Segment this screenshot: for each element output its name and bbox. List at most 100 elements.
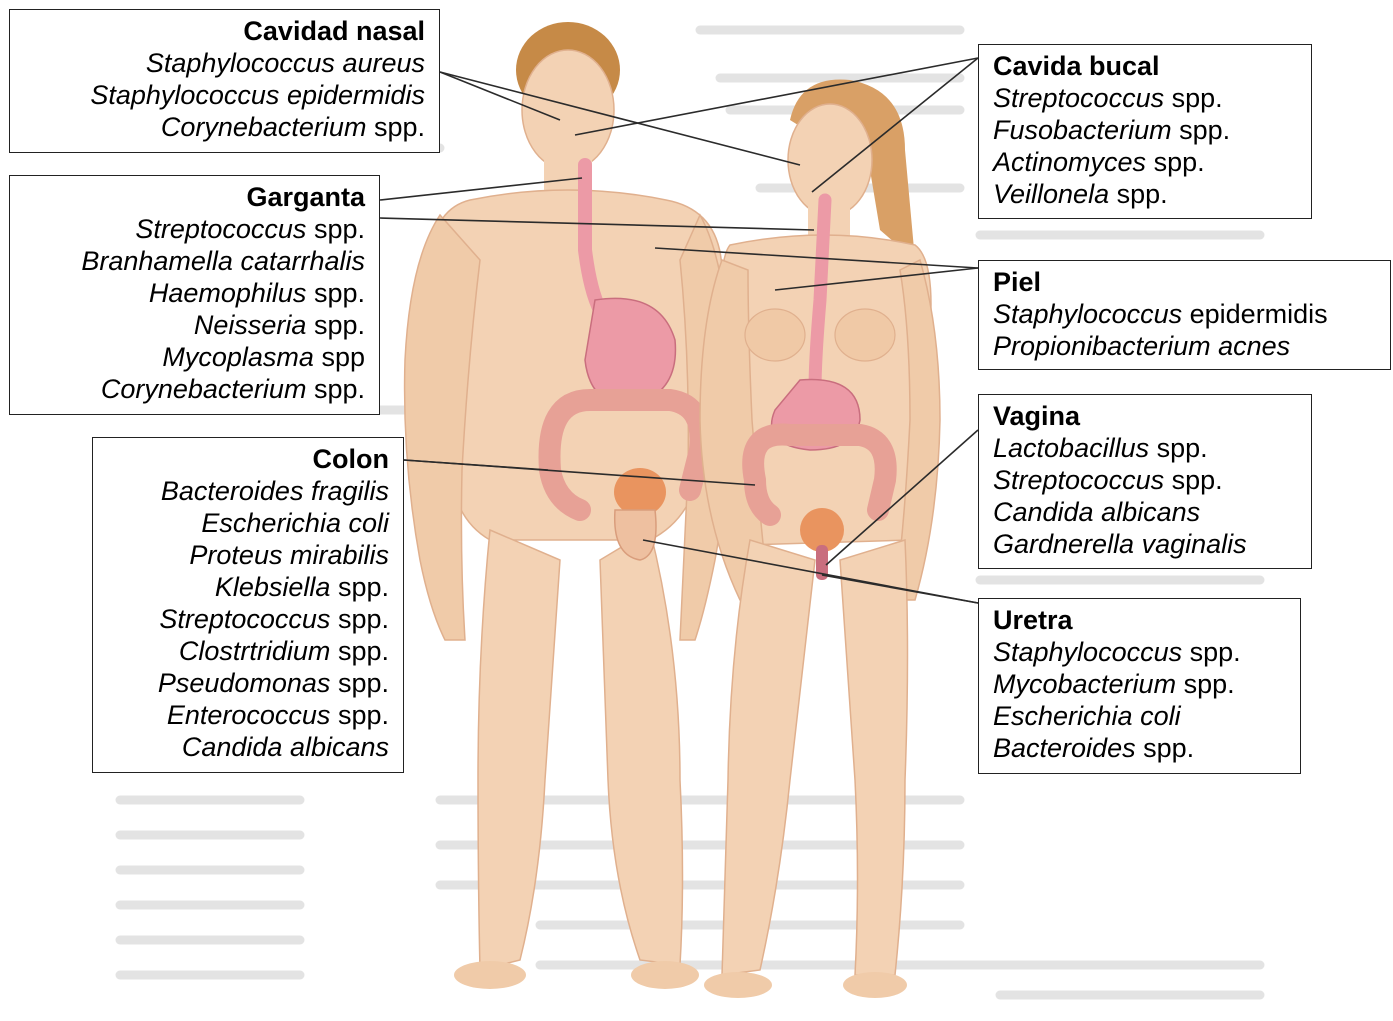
organism-genus: Actinomyces — [993, 147, 1146, 177]
organism-genus: Candida — [993, 497, 1094, 527]
organism-species: fragilis — [311, 476, 389, 506]
colon-organism: Pseudomonas spp. — [107, 667, 389, 699]
label-box-garganta: GargantaStreptococcus spp.Branhamella ca… — [9, 175, 380, 415]
organism-genus: Fusobacterium — [993, 115, 1172, 145]
organism-genus: Streptococcus — [135, 214, 306, 244]
organism-genus: Streptococcus — [993, 465, 1164, 495]
organism-qualifier: spp. — [338, 700, 389, 730]
cavida-bucal-organism: Streptococcus spp. — [993, 82, 1297, 114]
female-left-leg — [722, 540, 815, 975]
female-left-foot — [704, 972, 772, 998]
vagina-organism: Lactobacillus spp. — [993, 432, 1297, 464]
organism-genus: Branhamella — [81, 246, 233, 276]
organism-qualifier: spp. — [314, 278, 365, 308]
organism-genus: Bacteroides — [993, 733, 1136, 763]
vagina-organism: Gardnerella vaginalis — [993, 528, 1297, 560]
organism-genus: Staphylococcus — [993, 299, 1182, 329]
organism-genus: Bacteroides — [161, 476, 304, 506]
garganta-organism: Neisseria spp. — [24, 309, 365, 341]
organism-qualifier: spp. — [338, 636, 389, 666]
organism-species: vaginalis — [1142, 529, 1247, 559]
label-box-uretra: UretraStaphylococcus spp.Mycobacterium s… — [978, 598, 1301, 774]
vagina-organism: Streptococcus spp. — [993, 464, 1297, 496]
organism-genus: Haemophilus — [149, 278, 307, 308]
organism-species: catarrhalis — [240, 246, 365, 276]
organism-qualifier: spp. — [314, 214, 365, 244]
organism-genus: Corynebacterium — [101, 374, 307, 404]
garganta-title: Garganta — [24, 182, 365, 213]
organism-genus: Streptococcus — [159, 604, 330, 634]
organism-genus: Neisseria — [194, 310, 307, 340]
colon-organism: Klebsiella spp. — [107, 571, 389, 603]
organism-qualifier: spp. — [1172, 83, 1223, 113]
uretra-organism: Mycobacterium spp. — [993, 668, 1286, 700]
cavidad-nasal-organism: Staphylococcus aureus — [24, 47, 425, 79]
organism-genus: Pseudomonas — [158, 668, 331, 698]
organism-qualifier: spp. — [1184, 669, 1235, 699]
organism-qualifier: spp. — [338, 604, 389, 634]
organism-qualifier: spp. — [1190, 637, 1241, 667]
organism-genus: Propionibacterium — [993, 331, 1211, 361]
organism-qualifier: spp. — [338, 572, 389, 602]
cavida-bucal-title: Cavida bucal — [993, 51, 1297, 82]
colon-organism: Enterococcus spp. — [107, 699, 389, 731]
female-right-leg — [840, 540, 908, 975]
organism-genus: Candida — [182, 732, 283, 762]
organism-qualifier: spp. — [314, 374, 365, 404]
garganta-organism: Mycoplasma spp — [24, 341, 365, 373]
organism-genus: Enterococcus — [167, 700, 331, 730]
organism-genus: Clostrtridium — [179, 636, 331, 666]
organism-genus: Veillonela — [993, 179, 1109, 209]
organism-qualifier: spp. — [374, 112, 425, 142]
male-left-leg — [478, 530, 560, 970]
male-right-leg — [600, 530, 683, 965]
cavida-bucal-organism: Veillonela spp. — [993, 178, 1297, 210]
uretra-organism: Staphylococcus spp. — [993, 636, 1286, 668]
organism-genus: Gardnerella — [993, 529, 1134, 559]
male-left-foot — [454, 961, 526, 989]
vagina-title: Vagina — [993, 401, 1297, 432]
colon-title: Colon — [107, 444, 389, 475]
female-left-breast — [745, 309, 805, 361]
organism-species: albicans — [290, 732, 389, 762]
organism-genus: Corynebacterium — [161, 112, 367, 142]
organism-genus: Mycoplasma — [162, 342, 314, 372]
garganta-organism: Streptococcus spp. — [24, 213, 365, 245]
uretra-organism: Bacteroides spp. — [993, 732, 1286, 764]
male-right-foot — [631, 961, 699, 989]
organism-qualifier: epidermidis — [1190, 299, 1328, 329]
organism-species: aureus — [342, 48, 425, 78]
cavida-bucal-organism: Fusobacterium spp. — [993, 114, 1297, 146]
cavidad-nasal-organism: Corynebacterium spp. — [24, 111, 425, 143]
colon-organism: Proteus mirabilis — [107, 539, 389, 571]
organism-qualifier: spp. — [1143, 733, 1194, 763]
organism-qualifier: spp. — [314, 310, 365, 340]
cavidad-nasal-organism: Staphylococcus epidermidis — [24, 79, 425, 111]
leader-cavida-bucal-male — [575, 58, 978, 135]
label-box-cavida-bucal: Cavida bucalStreptococcus spp.Fusobacter… — [978, 44, 1312, 219]
cavidad-nasal-title: Cavidad nasal — [24, 16, 425, 47]
organism-qualifier: spp. — [1172, 465, 1223, 495]
organism-genus: Klebsiella — [215, 572, 331, 602]
colon-organism: Candida albicans — [107, 731, 389, 763]
vagina-organism: Candida albicans — [993, 496, 1297, 528]
female-right-breast — [835, 309, 895, 361]
organism-species: albicans — [1101, 497, 1200, 527]
garganta-organism: Corynebacterium spp. — [24, 373, 365, 405]
organism-genus: Staphylococcus — [146, 48, 335, 78]
organism-qualifier: spp. — [1154, 147, 1205, 177]
organism-genus: Staphylococcus — [90, 80, 279, 110]
uretra-organism: Escherichia coli — [993, 700, 1286, 732]
cavida-bucal-organism: Actinomyces spp. — [993, 146, 1297, 178]
colon-organism: Escherichia coli — [107, 507, 389, 539]
organism-genus: Escherichia — [201, 508, 341, 538]
garganta-organism: Haemophilus spp. — [24, 277, 365, 309]
organism-genus: Lactobacillus — [993, 433, 1149, 463]
male-torso — [430, 190, 722, 540]
leader-cavidad-nasal-female — [440, 72, 800, 165]
label-box-piel: PielStaphylococcus epidermidisPropioniba… — [978, 260, 1391, 370]
organism-qualifier: spp. — [1157, 433, 1208, 463]
organism-qualifier: spp. — [338, 668, 389, 698]
